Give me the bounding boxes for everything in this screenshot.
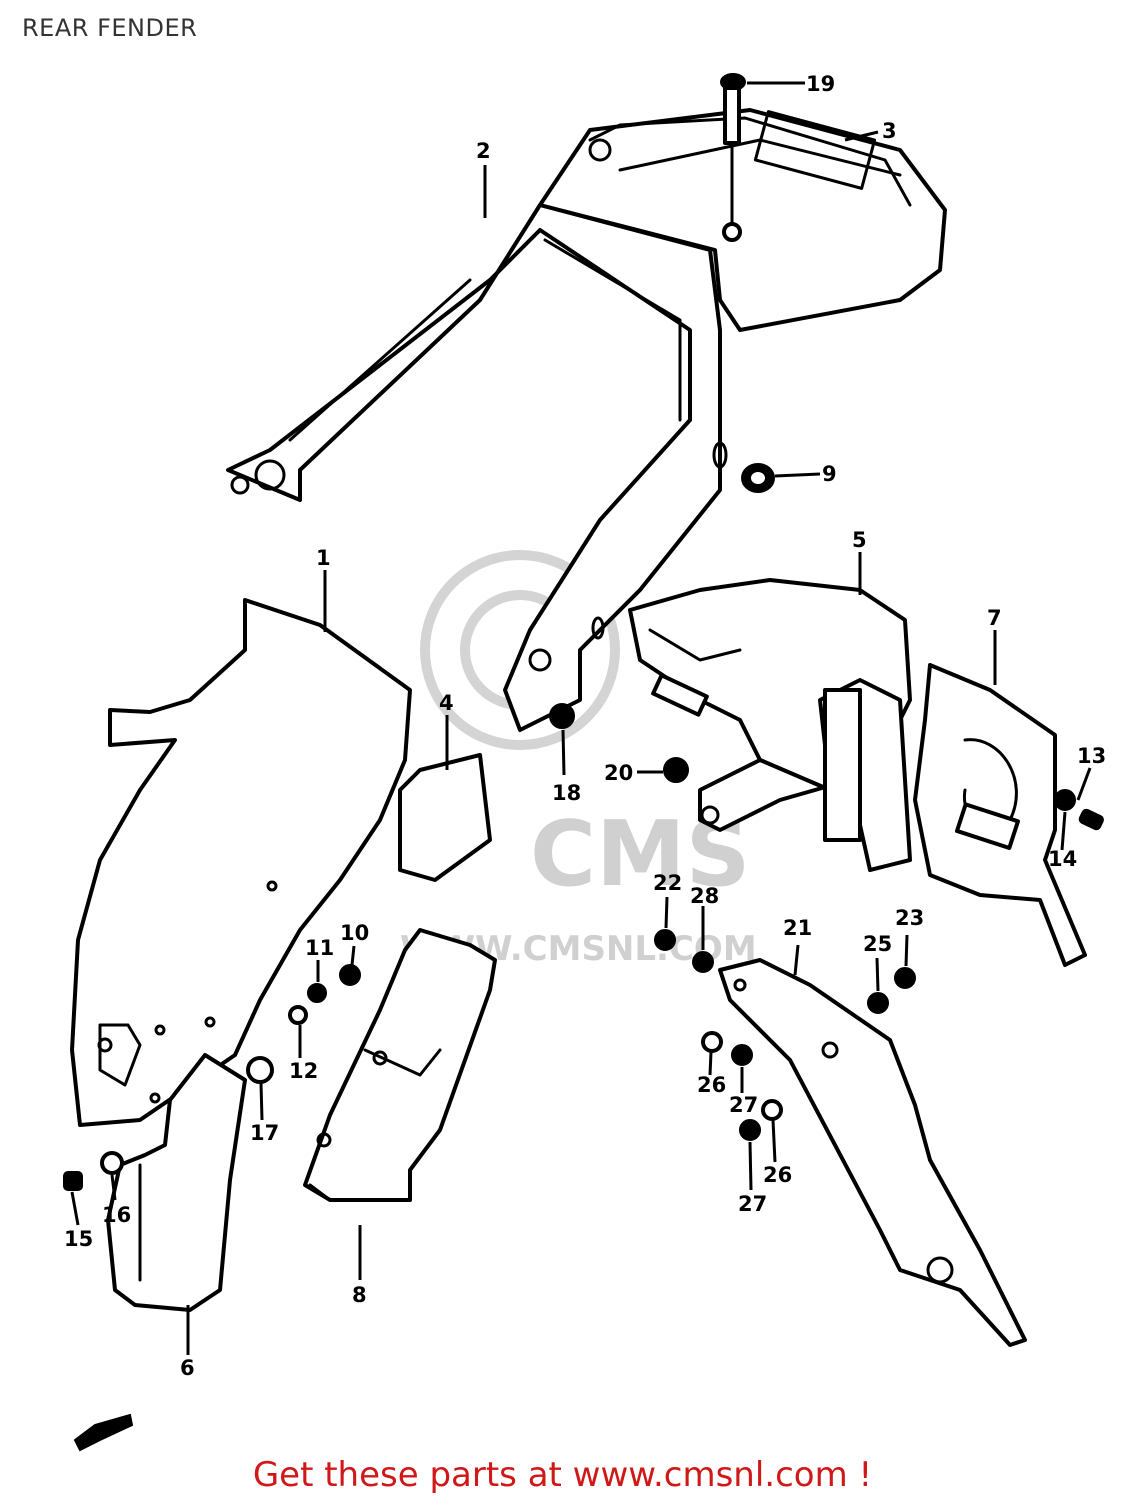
part-19-bolt (720, 73, 746, 242)
fastener-22 (654, 929, 676, 951)
callout-17: 17 (250, 1121, 279, 1145)
part-2-rear-frame (226, 108, 947, 732)
callout-7: 7 (987, 606, 1002, 630)
part-13-bolt (1078, 808, 1104, 831)
cmsnl-parts-link[interactable]: Get these parts at www.cmsnl.com ! (252, 1455, 873, 1495)
fastener-10 (339, 964, 361, 986)
callout-18: 18 (552, 781, 581, 805)
callout-15: 15 (64, 1227, 93, 1251)
callout-2: 2 (476, 139, 491, 163)
part-4 (398, 753, 492, 882)
part-14-washer (1054, 789, 1076, 811)
callout-23: 23 (895, 906, 924, 930)
fastener-15 (63, 1171, 83, 1191)
fastener-26b (761, 1099, 783, 1121)
part-18-nut (549, 703, 575, 729)
part-21 (718, 958, 1027, 1347)
callout-4: 4 (439, 691, 454, 715)
callout-26-a: 26 (697, 1073, 726, 1097)
callout-8: 8 (352, 1283, 367, 1307)
fastener-27b (739, 1119, 761, 1141)
fastener-17 (246, 1056, 274, 1084)
callout-1: 1 (316, 546, 331, 570)
callout-13: 13 (1077, 744, 1106, 768)
fastener-25 (867, 992, 889, 1014)
callout-labels: 1 2 3 4 5 6 7 8 9 10 11 12 13 14 15 16 1… (64, 72, 1106, 1380)
fastener-26a (701, 1031, 723, 1053)
callout-9: 9 (822, 462, 837, 486)
callout-28: 28 (690, 884, 719, 908)
fastener-28 (692, 951, 714, 973)
page-title: REAR FENDER (22, 14, 198, 42)
callout-19: 19 (806, 72, 835, 96)
callout-27-b: 27 (738, 1192, 767, 1216)
fastener-16 (100, 1151, 124, 1175)
callout-16: 16 (102, 1203, 131, 1227)
part-7-plate (913, 663, 1087, 967)
front-arrow-icon (73, 1413, 134, 1452)
callout-12: 12 (289, 1059, 318, 1083)
callout-3: 3 (882, 119, 897, 143)
callout-27-a: 27 (729, 1093, 758, 1117)
fastener-23 (894, 967, 916, 989)
fastener-12 (288, 1005, 308, 1025)
callout-6: 6 (180, 1356, 195, 1380)
callout-10: 10 (340, 921, 369, 945)
watermark-logo-ring (420, 550, 620, 750)
part-8 (303, 928, 497, 1202)
callout-21: 21 (783, 916, 812, 940)
callout-20: 20 (604, 761, 633, 785)
part-9-grommet (741, 463, 775, 493)
fastener-27a (731, 1044, 753, 1066)
callout-22: 22 (653, 871, 682, 895)
callout-11: 11 (305, 936, 334, 960)
callout-14: 14 (1048, 847, 1077, 871)
fastener-11 (307, 983, 327, 1003)
callout-26-b: 26 (763, 1163, 792, 1187)
part-1-rear-fender (70, 598, 412, 1127)
part-5-fender-bracket (628, 578, 912, 872)
part-6-mudguard (106, 1053, 247, 1312)
callout-25: 25 (863, 932, 892, 956)
leader-lines (70, 81, 1092, 1355)
part-20-nut (663, 757, 689, 783)
callout-5: 5 (852, 528, 867, 552)
